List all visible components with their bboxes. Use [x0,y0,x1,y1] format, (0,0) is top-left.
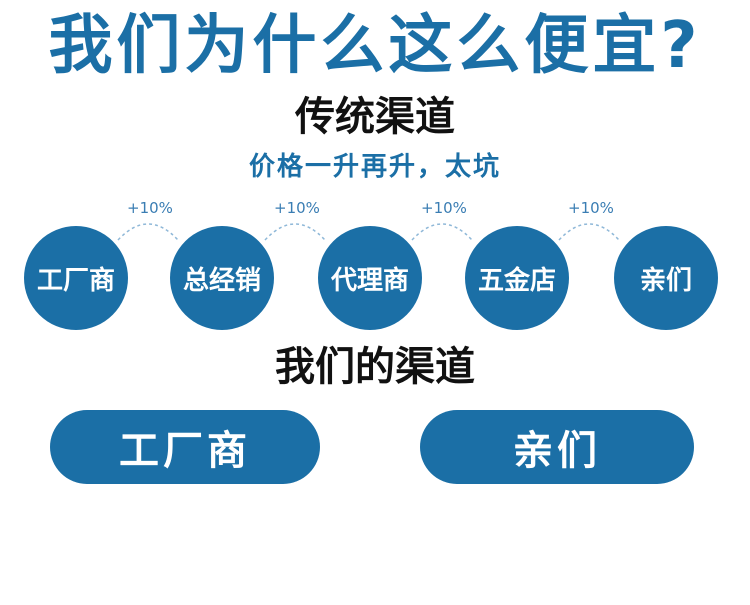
page-headline: 我们为什么这么便宜? [48,9,702,83]
markup-label-1: +10% [127,199,173,217]
our-channel-factory: 工厂商 [50,410,320,484]
markup-arc-2 [264,223,326,241]
channel-step-factory: 工厂商 [24,226,128,330]
channel-step-agent: 代理商 [318,226,422,330]
channel-step-hardware-store: 五金店 [465,226,569,330]
markup-arc-4 [558,223,620,241]
markup-arc-1 [117,223,179,241]
markup-arc-3 [411,223,473,241]
traditional-channel-title: 传统渠道 [295,94,455,140]
our-channel-title: 我们的渠道 [275,344,475,390]
markup-label-3: +10% [421,199,467,217]
channel-step-distributor: 总经销 [170,226,274,330]
our-channel-customer: 亲们 [420,410,694,484]
markup-label-2: +10% [274,199,320,217]
channel-step-customer: 亲们 [614,226,718,330]
markup-label-4: +10% [568,199,614,217]
traditional-channel-subtitle: 价格一升再升，太坑 [248,152,501,182]
